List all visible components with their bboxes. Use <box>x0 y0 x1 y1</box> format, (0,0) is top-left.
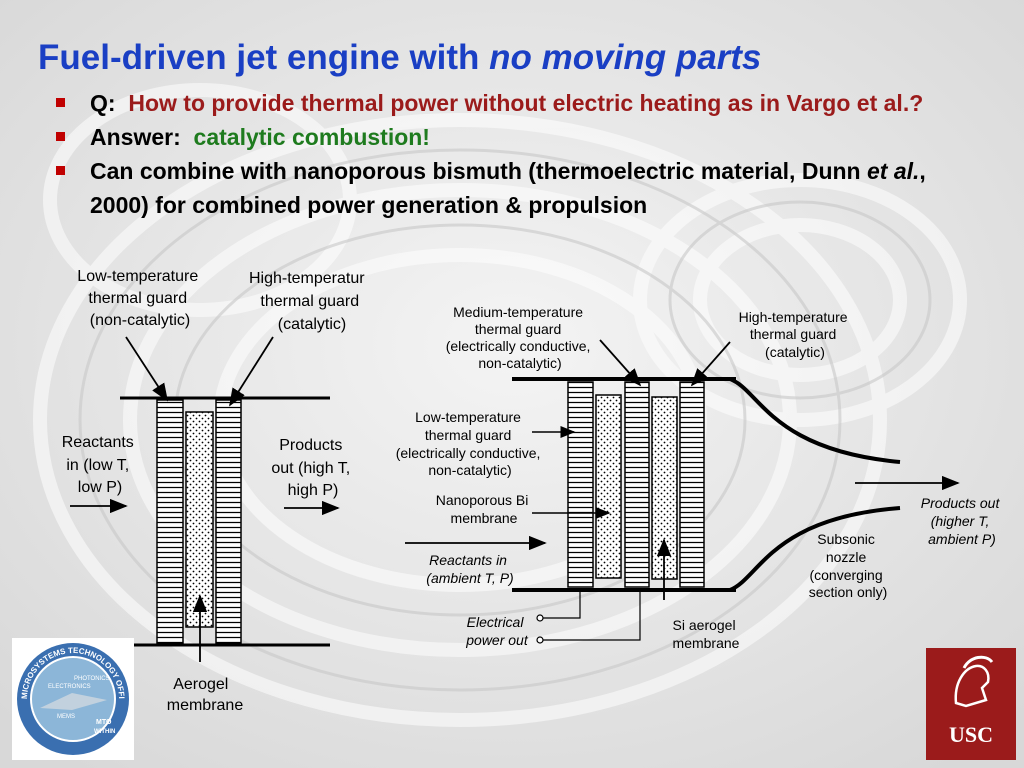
svg-text:MEMS: MEMS <box>57 714 75 720</box>
low-temp-guard-layer-r <box>567 381 594 588</box>
label-electrical: Electrical power out <box>465 614 529 648</box>
medium-temp-guard-layer <box>624 381 650 588</box>
svg-text:ELECTRONICS: ELECTRONICS <box>48 684 91 690</box>
mto-logo: MICROSYSTEMS TECHNOLOGY OFFICE ELECTRONI… <box>12 638 134 760</box>
svg-text:MTO: MTO <box>96 719 112 726</box>
bullet-marker <box>56 98 65 107</box>
label-nozzle: Subsonic nozzle (converging section only… <box>809 531 888 600</box>
label-low-temp-guard: Low-temperature thermal guard (non-catal… <box>77 268 202 329</box>
label-products-out: Products out (higher T, ambient P) <box>921 495 1004 547</box>
bullet-combine: Can combine with nanoporous bismuth (the… <box>50 154 980 222</box>
left-diagram: Low-temperature thermal guard (non-catal… <box>62 268 369 714</box>
label-low-guard-r: Low-temperature thermal guard (electrica… <box>396 409 545 478</box>
label-right-reactants: Reactants in (ambient T, P) <box>426 552 513 586</box>
svg-text:WITHIN: WITHIN <box>94 729 115 735</box>
bullet-marker <box>56 166 65 175</box>
right-diagram: Medium-temperature thermal guard (electr… <box>396 304 1004 651</box>
usc-wordmark: USC <box>948 722 993 747</box>
page-title: Fuel-driven jet engine with no moving pa… <box>38 38 762 77</box>
bullet-list: Q: How to provide thermal power without … <box>50 86 980 222</box>
aerogel-layer <box>185 411 214 628</box>
trojan-helmet-icon <box>954 655 994 708</box>
label-left-products: Products out (high T, high P) <box>271 437 354 499</box>
svg-text:PHOTONICS: PHOTONICS <box>74 676 110 682</box>
usc-logo: USC <box>926 648 1016 760</box>
label-medium-guard: Medium-temperature thermal guard (electr… <box>446 304 595 371</box>
bi-membrane-layer <box>595 394 622 579</box>
label-high-guard-r: High-temperature thermal guard (catalyti… <box>739 309 852 360</box>
bullet-marker <box>56 132 65 141</box>
label-si-aerogel: Si aerogel membrane <box>673 617 740 651</box>
high-temp-guard-layer-r <box>679 381 705 588</box>
low-temp-guard-layer <box>156 399 184 644</box>
label-high-temp-guard: High-temperatur thermal guard (catalytic… <box>249 270 369 333</box>
label-bi-membrane: Nanoporous Bi membrane <box>436 492 533 526</box>
label-left-reactants: Reactants in (low T, low P) <box>62 434 139 496</box>
high-temp-guard-layer <box>215 399 242 644</box>
label-aerogel: Aerogel membrane <box>167 676 244 714</box>
bullet-question: Q: How to provide thermal power without … <box>50 86 980 120</box>
bullet-answer: Answer: catalytic combustion! <box>50 120 980 154</box>
